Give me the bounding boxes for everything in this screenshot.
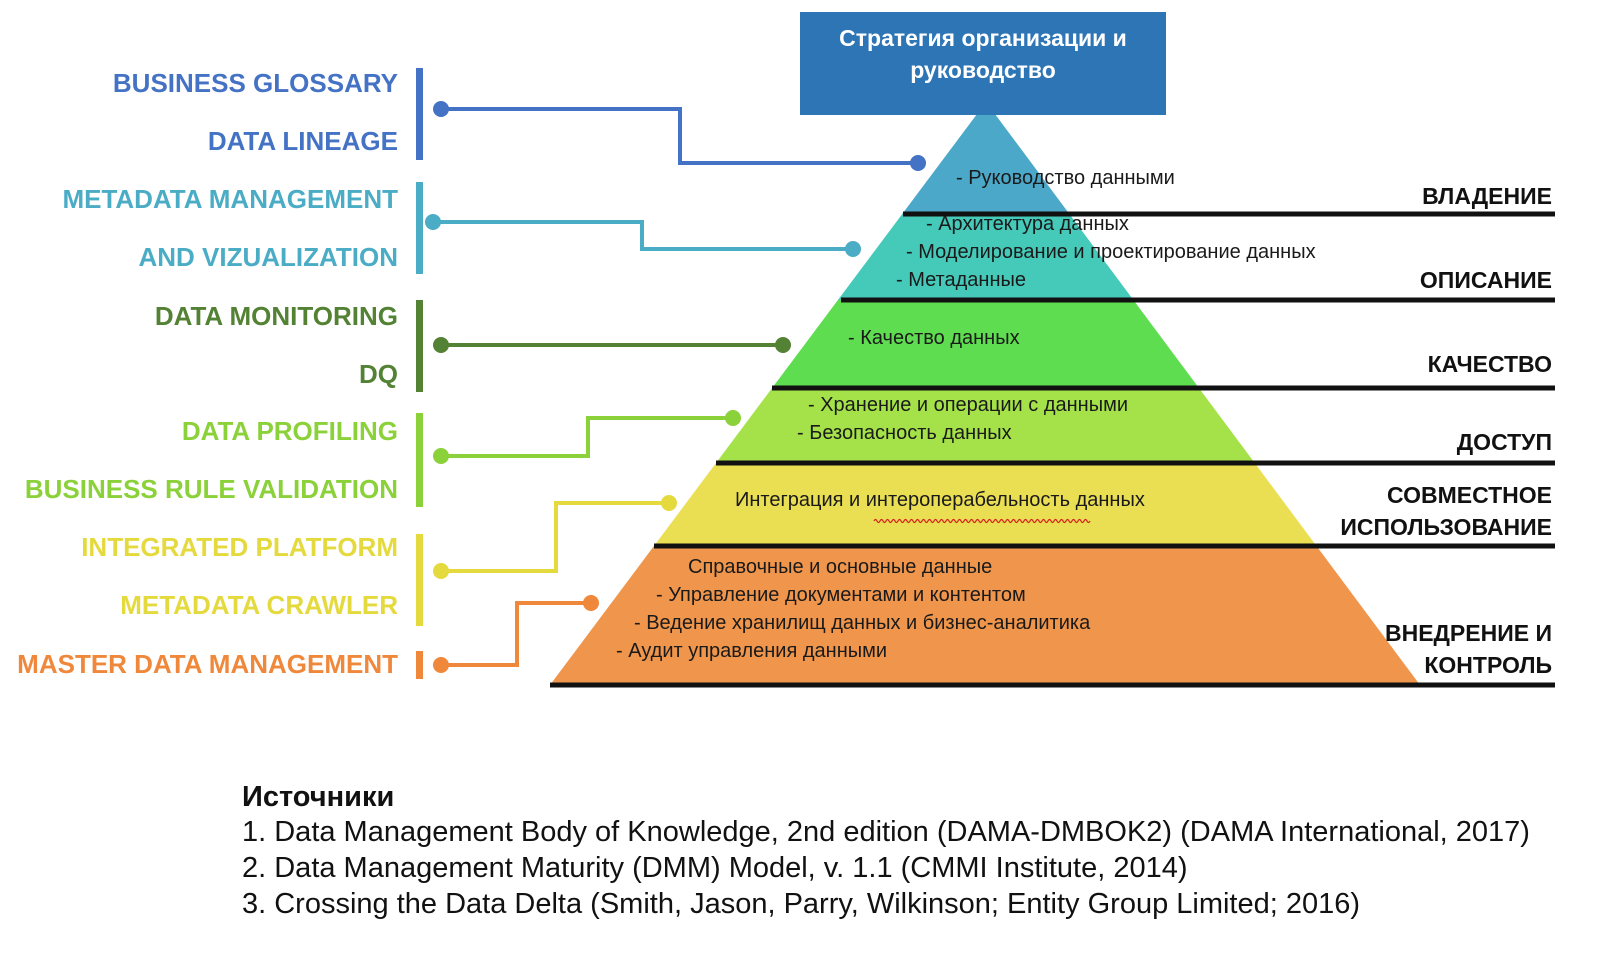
tool-group-bar	[416, 68, 423, 160]
strategy-box-rect	[800, 12, 1166, 115]
tool-labels: BUSINESS GLOSSARY DATA LINEAGE METADATA MA…	[17, 68, 398, 679]
connector-line	[433, 220, 853, 251]
connector-line	[441, 107, 918, 165]
strategy-box-text: Стратегия организации и	[839, 25, 1127, 51]
tier-category-label: ОПИСАНИЕ	[1420, 267, 1552, 293]
sources-title: Источники	[242, 781, 395, 813]
tier-item-text: Справочные и основные данные	[688, 556, 992, 578]
tier-item-text: Интеграция и интероперабельность данных	[735, 489, 1145, 511]
tier-category-label: ИСПОЛЬЗОВАНИЕ	[1340, 514, 1552, 540]
pyramid-tier	[716, 388, 1255, 463]
tool-label: BUSINESS RULE VALIDATION	[25, 474, 398, 504]
connector-dot	[425, 214, 441, 230]
tool-group-bar	[416, 182, 423, 274]
tool-group-bar	[416, 300, 423, 392]
tool-group-bars	[416, 68, 423, 679]
tier-category-label: ВНЕДРЕНИЕ И	[1385, 620, 1552, 646]
connector-dot	[433, 101, 449, 117]
tier-category-label: ВЛАДЕНИЕ	[1422, 183, 1552, 209]
tool-group-bar	[416, 534, 423, 626]
sources-section: Источники 1. Data Management Body of Kno…	[242, 780, 1572, 922]
connector-dot	[433, 337, 449, 353]
pyramid-tier	[902, 102, 1070, 214]
tool-label: INTEGRATED PLATFORM	[81, 532, 398, 562]
tier-item-text: - Хранение и операции с данными	[808, 394, 1128, 416]
tier-item-text: - Архитектура данных	[926, 213, 1129, 235]
connector-dot	[775, 337, 791, 353]
tool-label: MASTER DATA MANAGEMENT	[17, 649, 398, 679]
pyramid	[550, 102, 1420, 685]
tier-item-text: - Руководство данными	[956, 167, 1175, 189]
tier-divider-lines	[550, 211, 1555, 688]
tool-label: DQ	[359, 359, 398, 389]
tier-item-text: - Аудит управления данными	[616, 640, 887, 662]
tool-label: DATA LINEAGE	[208, 126, 398, 156]
tier-category-label: СОВМЕСТНОЕ	[1387, 482, 1552, 508]
connector-dot	[845, 241, 861, 257]
tier-item-text: - Управление документами и контентом	[656, 584, 1026, 606]
tool-label: METADATA CRAWLER	[120, 590, 398, 620]
strategy-box-text: руководство	[910, 57, 1056, 83]
connector-line	[441, 416, 733, 458]
connector-dot	[725, 410, 741, 426]
tool-label: BUSINESS GLOSSARY	[113, 68, 398, 98]
pyramid-tier	[837, 214, 1134, 300]
tool-label: DATA PROFILING	[182, 416, 398, 446]
source-item: 1. Data Management Body of Knowledge, 2n…	[242, 816, 1530, 848]
pyramid-tier	[550, 546, 1420, 685]
tier-categories: ВЛАДЕНИЕ ОПИСАНИЕ КАЧЕСТВО ДОСТУП СОВМЕСТНОЕ…	[1340, 183, 1552, 678]
source-item: 2. Data Management Maturity (DMM) Model,…	[242, 852, 1188, 884]
tier-item-texts: - Руководство данными - Архитектура данны…	[616, 167, 1316, 662]
tool-group-bar	[416, 651, 423, 679]
tier-item-text: - Безопасность данных	[797, 422, 1012, 444]
tool-label: AND VIZUALIZATION	[139, 242, 399, 272]
pyramid-tier	[653, 463, 1317, 546]
connector-dot	[433, 563, 449, 579]
tier-category-label: КОНТРОЛЬ	[1424, 652, 1552, 678]
tool-label: DATA MONITORING	[155, 301, 398, 331]
connectors	[425, 101, 926, 673]
tier-item-text: - Ведение хранилищ данных и бизнес-анали…	[634, 612, 1091, 634]
tier-item-text: - Метаданные	[896, 269, 1026, 291]
tier-category-label: КАЧЕСТВО	[1428, 351, 1552, 377]
connector-dot	[910, 155, 926, 171]
connector-dot	[433, 657, 449, 673]
connector-dot	[433, 448, 449, 464]
connector-line	[441, 601, 591, 667]
tool-group-bar	[416, 413, 423, 507]
spellcheck-underline	[873, 518, 1091, 524]
connector-dot	[583, 595, 599, 611]
tier-item-text: - Качество данных	[848, 327, 1020, 349]
source-item: 3. Crossing the Data Delta (Smith, Jason…	[242, 888, 1361, 920]
tier-item-text: - Моделирование и проектирование данных	[906, 241, 1316, 263]
tool-label: METADATA MANAGEMENT	[62, 184, 398, 214]
strategy-box: Стратегия организации и руководство	[800, 12, 1166, 115]
connector-dot	[661, 495, 677, 511]
pyramid-tier	[772, 300, 1199, 388]
connector-line	[441, 501, 669, 573]
tier-category-label: ДОСТУП	[1457, 429, 1552, 455]
